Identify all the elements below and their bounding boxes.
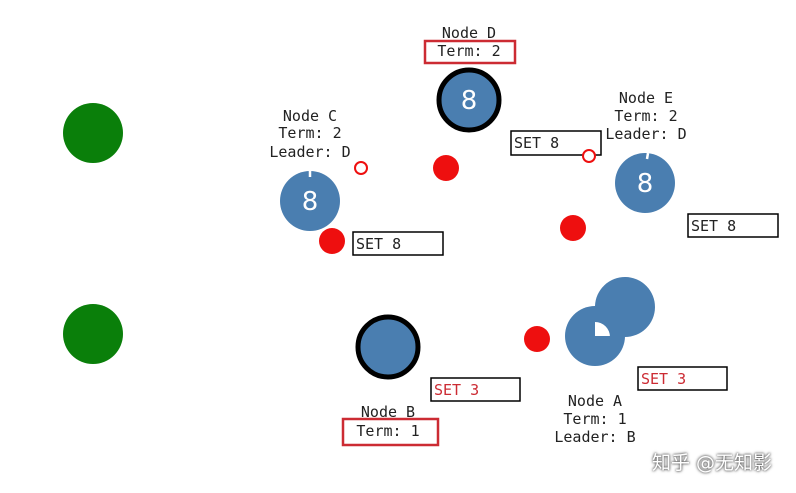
node-e-name: Node E <box>619 89 673 107</box>
node-d-term: Term: 2 <box>437 42 500 60</box>
node-e-log-box <box>687 213 779 238</box>
node-d-log-box <box>510 130 602 156</box>
node-d-term-highlight <box>423 39 517 65</box>
message-dot <box>319 228 345 254</box>
message-dot <box>433 155 459 181</box>
node-b-name: Node B <box>361 403 415 421</box>
node-d-value: 8 <box>461 86 478 116</box>
watermark: 知乎 @无知影 <box>652 452 773 474</box>
node-c-name: Node C <box>283 107 337 125</box>
node-d <box>436 67 502 133</box>
node-b-term-highlight <box>341 417 440 447</box>
node-e-log: SET 8 <box>691 217 736 235</box>
node-c-value: 8 <box>302 187 319 217</box>
node-a-term: Term: 1 <box>563 410 626 428</box>
node-c <box>280 171 340 231</box>
node-b-term: Term: 1 <box>356 422 419 440</box>
node-a-log: SET 3 <box>641 370 686 388</box>
node-e-leader: Leader: D <box>605 125 686 143</box>
node-d-name: Node D <box>442 24 496 42</box>
node-e-value: 8 <box>637 169 654 199</box>
node-a-log-box <box>637 366 728 391</box>
message-reply-ring <box>354 161 368 175</box>
node-e-term: Term: 2 <box>614 107 677 125</box>
node-c-term: Term: 2 <box>278 124 341 142</box>
client-1 <box>63 103 123 163</box>
node-b <box>355 314 421 380</box>
node-a-leader: Leader: B <box>554 428 635 446</box>
node-c-log-box <box>352 231 444 256</box>
node-a-name: Node A <box>568 392 622 410</box>
node-e-timer-notch <box>645 152 650 160</box>
message-dot <box>524 326 550 352</box>
client-2 <box>63 304 123 364</box>
node-b-log: SET 3 <box>434 381 479 399</box>
node-c-log: SET 8 <box>356 235 401 253</box>
node-c-leader: Leader: D <box>269 143 350 161</box>
node-a <box>595 277 655 337</box>
message-reply-ring <box>582 149 596 163</box>
message-dot <box>560 215 586 241</box>
node-d-log: SET 8 <box>514 134 559 152</box>
node-b-log-box <box>430 377 521 402</box>
node-e <box>615 153 675 213</box>
